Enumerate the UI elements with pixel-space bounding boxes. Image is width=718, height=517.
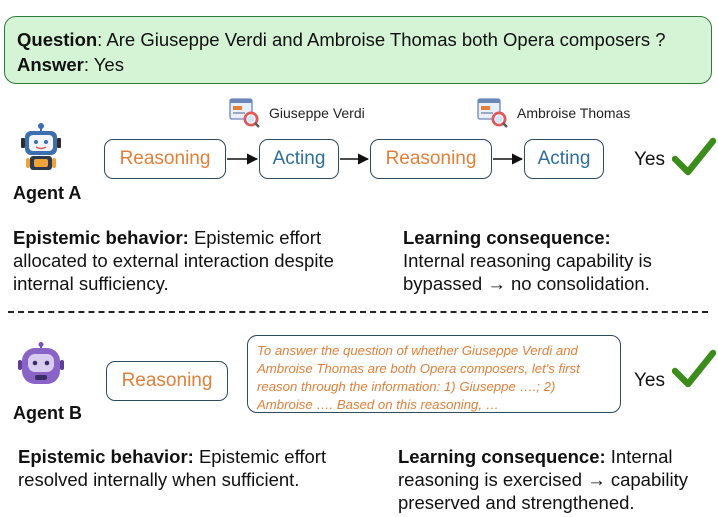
agent-b-label: Agent B bbox=[13, 403, 82, 423]
robot-icon-agent-b bbox=[18, 342, 64, 384]
behavior-label: Epistemic behavior: bbox=[18, 446, 194, 467]
agent-b-behavior: Epistemic behavior: Epistemic effort res… bbox=[18, 445, 368, 491]
reasoning-trace-box: To answer the question of whether Giusep… bbox=[247, 335, 621, 413]
flow-step-reasoning-1: Reasoning bbox=[104, 139, 226, 179]
section-divider bbox=[8, 311, 708, 313]
flow-step-label: Acting bbox=[272, 148, 326, 169]
answer-text: : Yes bbox=[83, 54, 124, 75]
agent-a-behavior: Epistemic behavior: Epistemic effort all… bbox=[13, 226, 363, 295]
question-answer-box: Question: Are Giuseppe Verdi and Ambrois… bbox=[4, 16, 712, 84]
flow-step-reasoning-2: Reasoning bbox=[370, 139, 492, 179]
consequence-text: Internal reasoning capability is bypasse… bbox=[403, 250, 652, 294]
consequence-text: Internal reasoning is exercised → capabi… bbox=[398, 446, 688, 513]
web-search-icon bbox=[229, 98, 260, 128]
question-line: Question: Are Giuseppe Verdi and Ambrois… bbox=[17, 27, 699, 52]
answer-label: Answer bbox=[17, 54, 84, 75]
robot-icon-agent-a bbox=[21, 123, 61, 170]
flow-step-reasoning-b: Reasoning bbox=[106, 361, 228, 401]
flow-step-acting-1: Acting bbox=[259, 139, 339, 179]
flow-step-label: Reasoning bbox=[119, 148, 211, 169]
answer-line: Answer: Yes bbox=[17, 52, 699, 77]
consequence-label: Learning consequence: bbox=[403, 227, 611, 248]
source-label-thomas: Ambroise Thomas bbox=[517, 105, 631, 121]
source-chip-thomas: Ambroise Thomas bbox=[477, 98, 630, 128]
behavior-label: Epistemic behavior: bbox=[13, 227, 189, 248]
check-icon bbox=[672, 349, 716, 388]
behavior-text: Epistemic effort allocated to external i… bbox=[13, 227, 334, 294]
web-search-icon bbox=[477, 98, 508, 128]
question-label: Question bbox=[17, 29, 98, 50]
agent-a-result: Yes bbox=[634, 149, 665, 170]
source-label-verdi: Giuseppe Verdi bbox=[269, 105, 365, 121]
flow-step-label: Reasoning bbox=[385, 148, 477, 169]
flow-step-acting-2: Acting bbox=[524, 139, 604, 179]
agent-b-consequence: Learning consequence: Internal reasoning… bbox=[398, 445, 710, 514]
flow-step-label: Reasoning bbox=[121, 370, 213, 391]
agent-a-label: Agent A bbox=[13, 183, 82, 203]
agent-b-result: Yes bbox=[634, 370, 665, 391]
flow-step-label: Acting bbox=[537, 148, 591, 169]
agent-a-consequence: Learning consequence:Internal reasoning … bbox=[403, 226, 703, 295]
behavior-text: Epistemic effort resolved internally whe… bbox=[18, 446, 327, 490]
consequence-label: Learning consequence: bbox=[398, 446, 606, 467]
question-text: : Are Giuseppe Verdi and Ambroise Thomas… bbox=[97, 29, 666, 50]
source-chip-verdi: Giuseppe Verdi bbox=[229, 98, 365, 128]
check-icon bbox=[672, 137, 716, 176]
